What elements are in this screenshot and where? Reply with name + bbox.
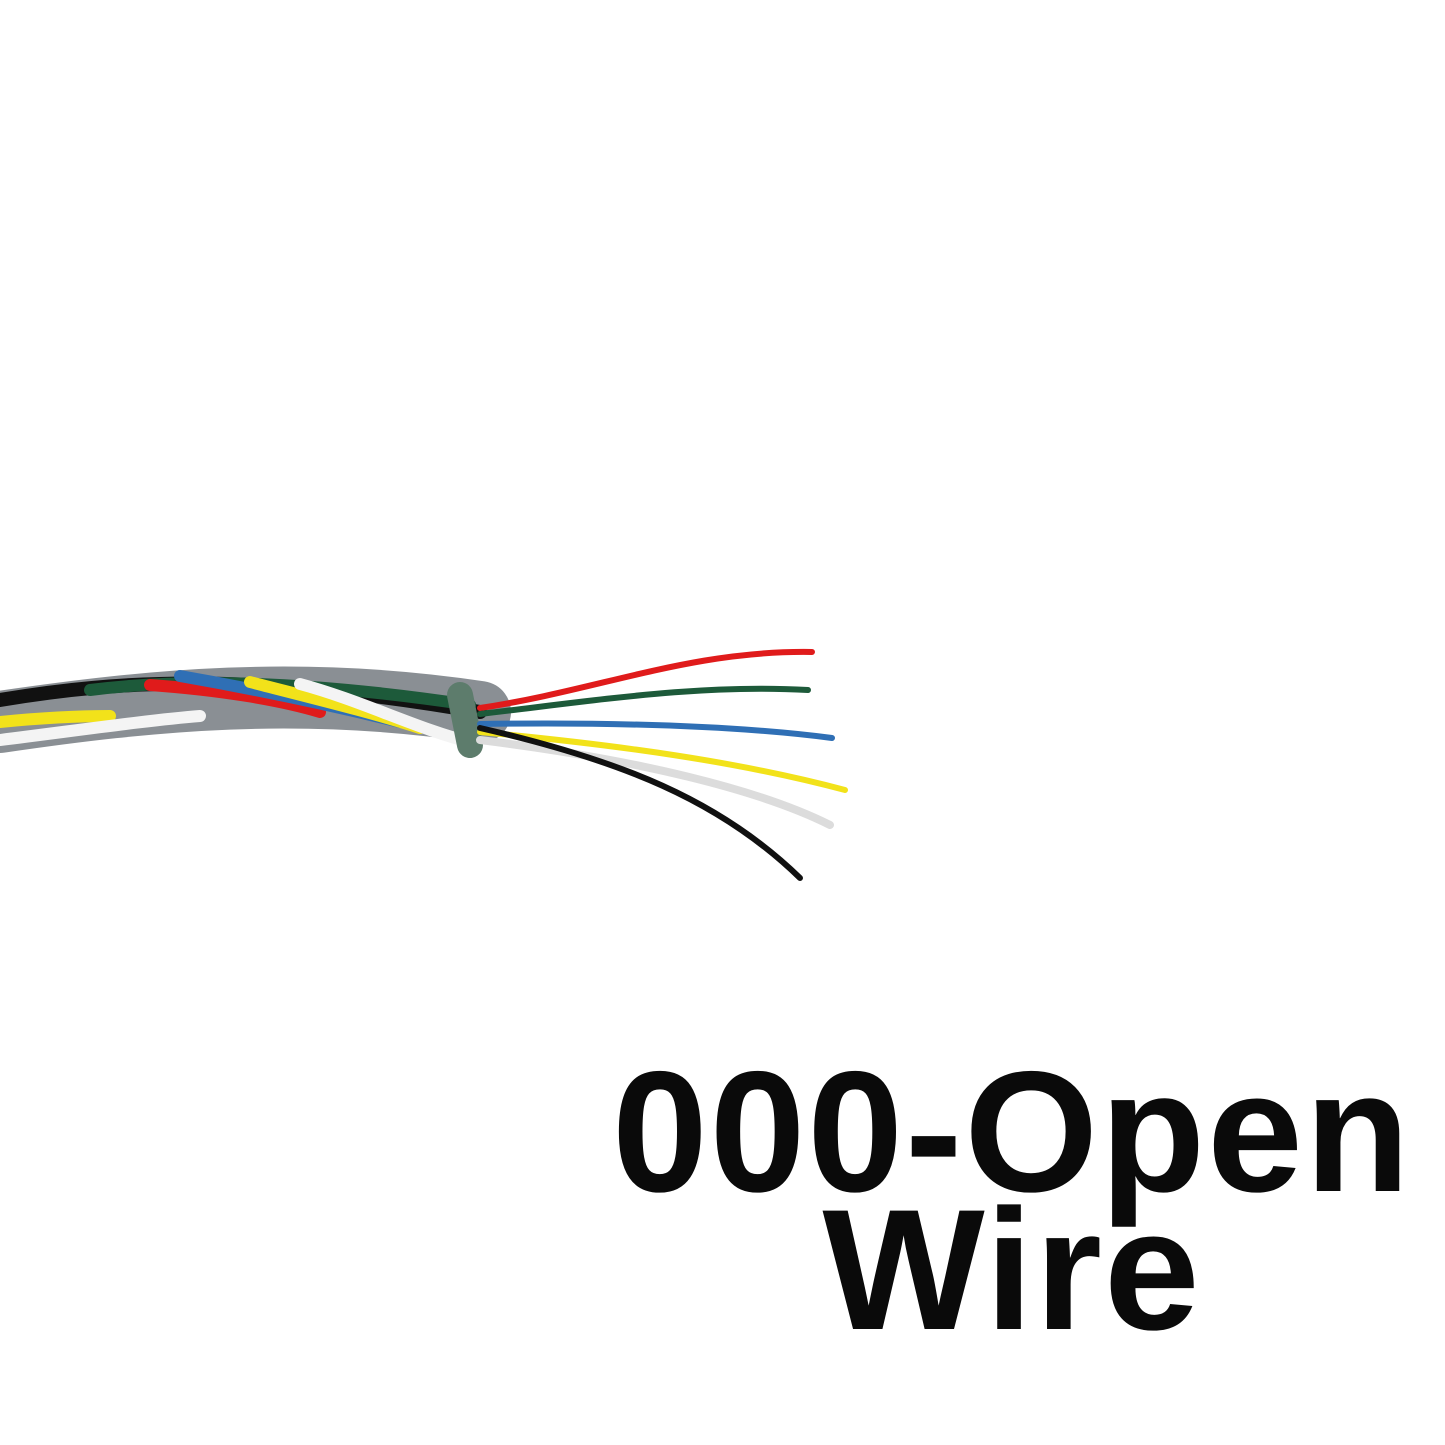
bundle-white-strand [0,678,476,748]
bundle-red-strand [144,679,326,718]
twisted-bundle [0,666,511,758]
fanned-strands [476,648,848,881]
strand-black [477,725,803,881]
strand-green [477,685,811,717]
strand-red [477,648,815,711]
bundle-sleeve [447,682,483,758]
strand-blue [477,720,835,741]
strand-yellow [477,729,848,793]
caption-line-2: Wire [822,1174,1202,1366]
caption-line-1: 000-Open [612,1036,1412,1228]
strand-white [476,736,834,829]
